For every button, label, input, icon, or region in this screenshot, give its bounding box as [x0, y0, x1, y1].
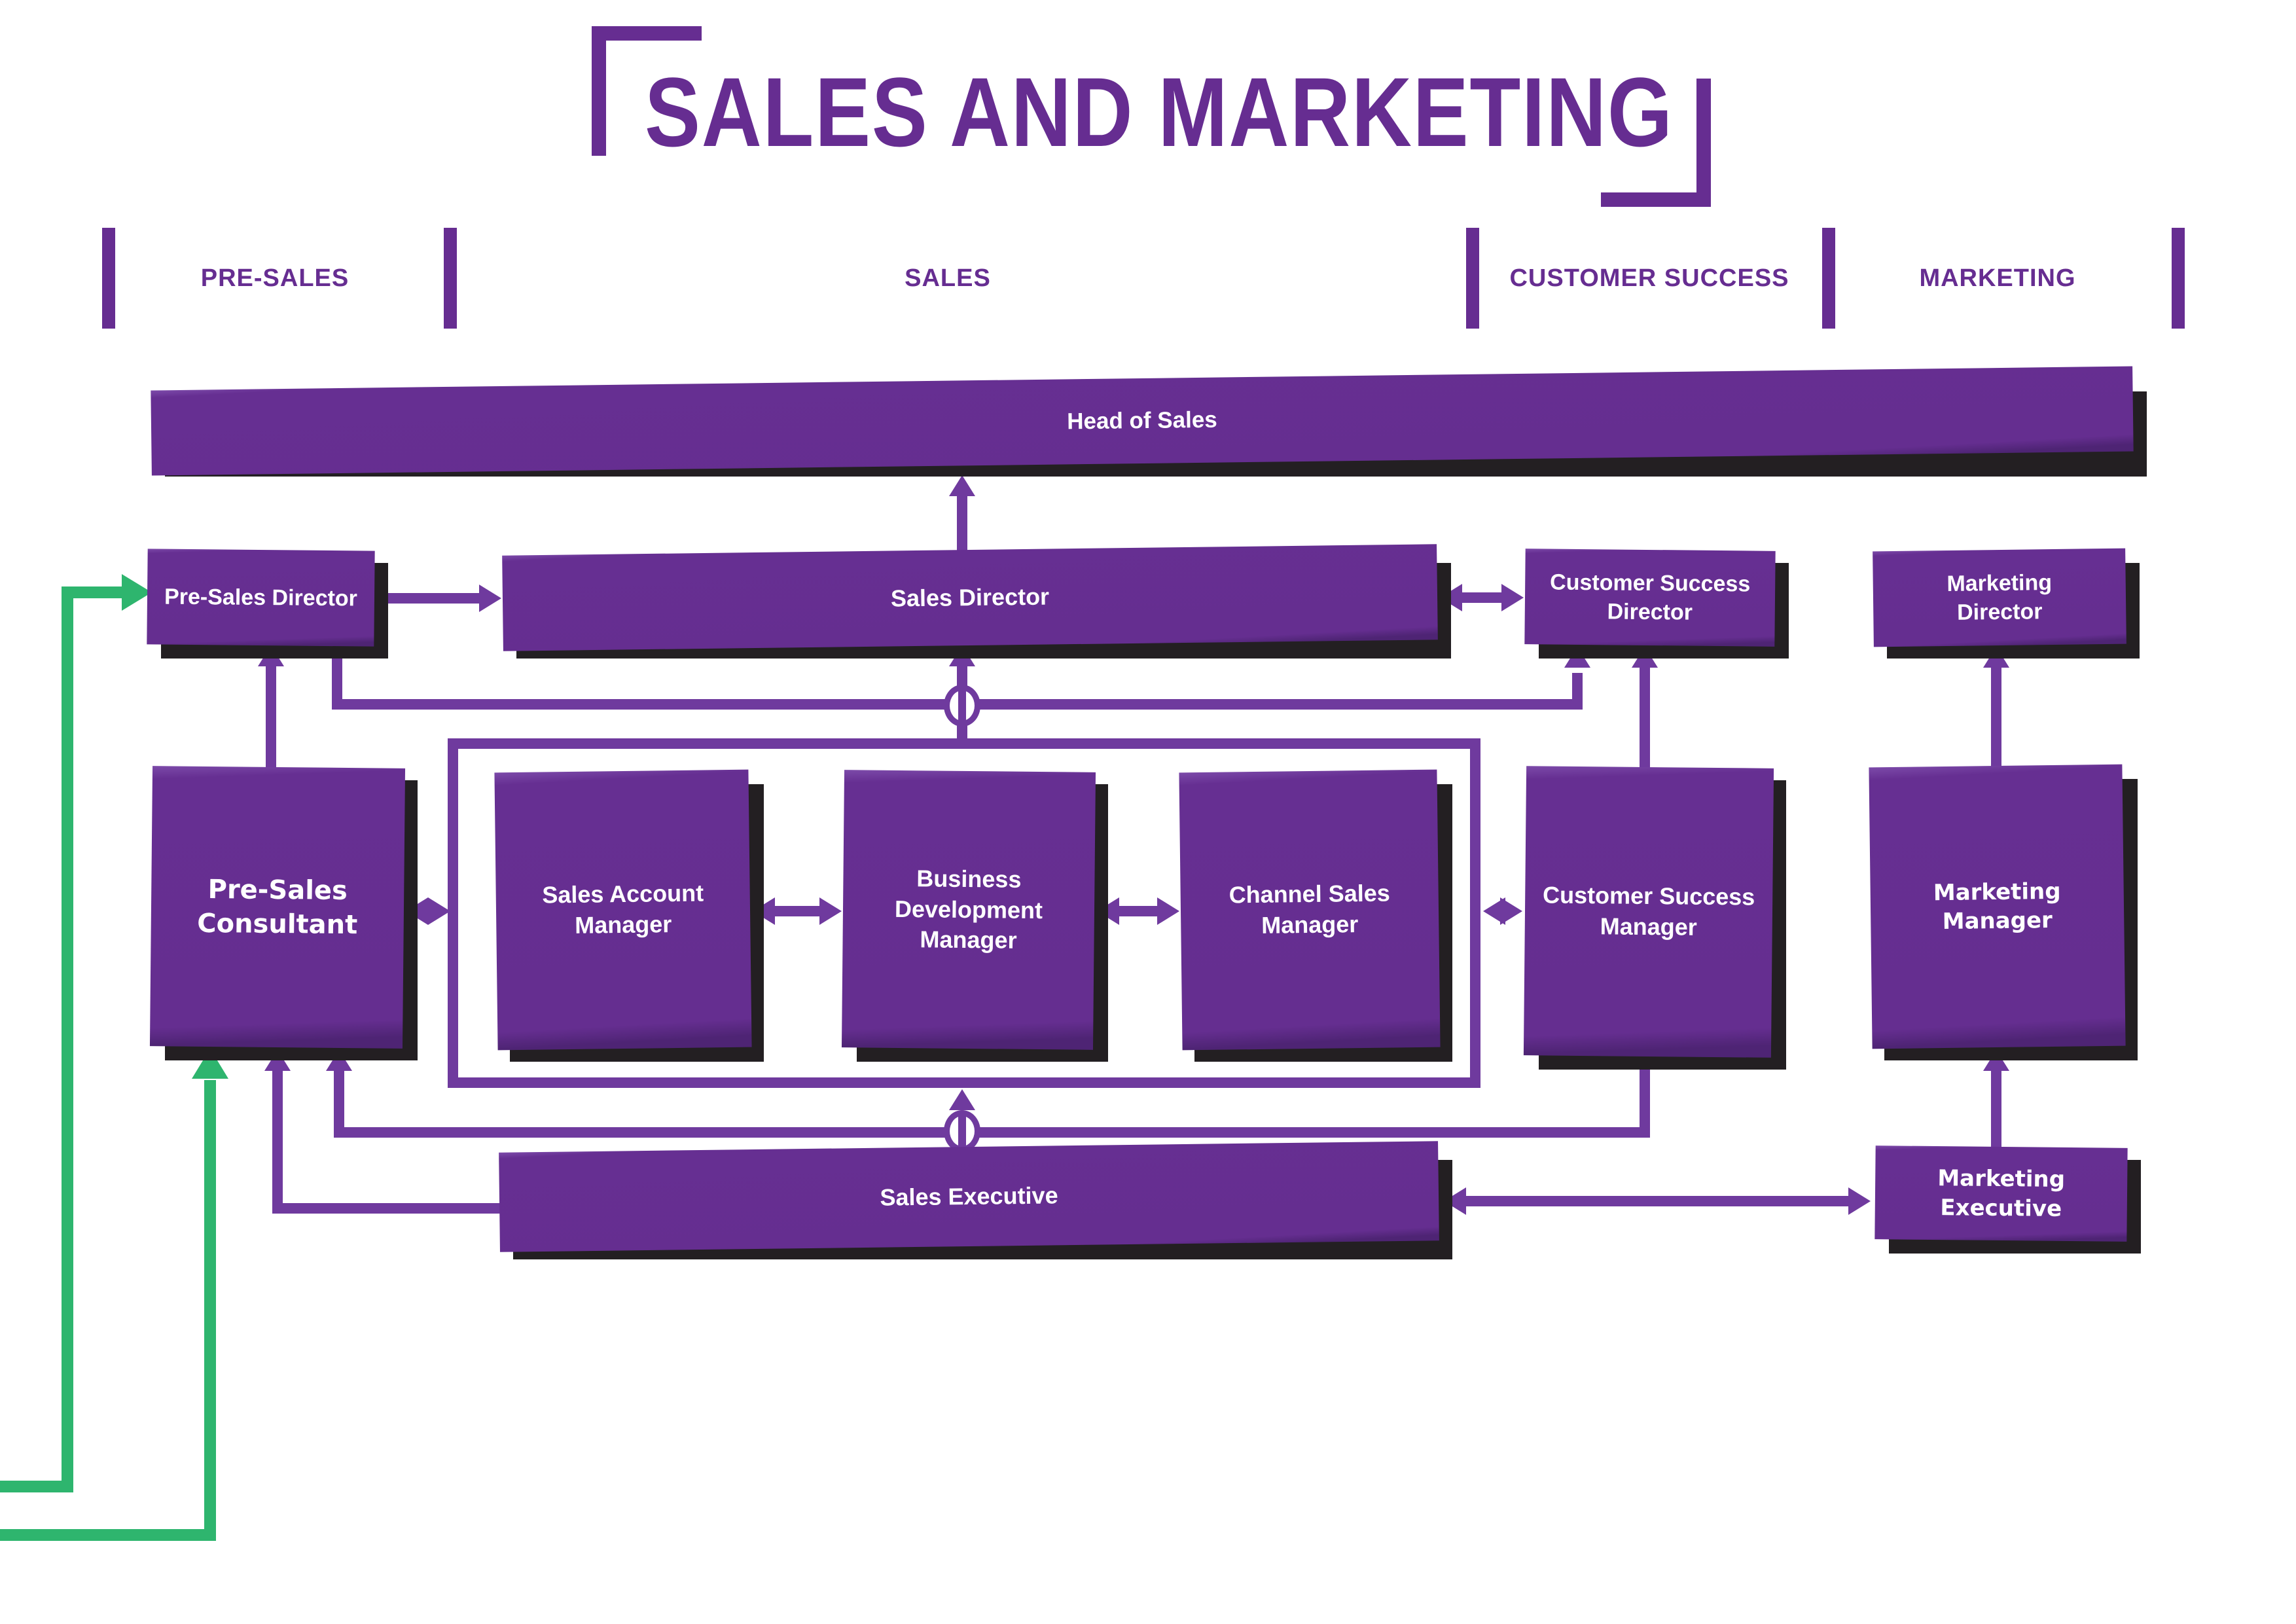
node-marketing-executive-label: Marketing Executive	[1937, 1165, 2066, 1222]
node-head-of-sales: Head of Sales	[151, 366, 2147, 477]
page-title: SALES AND MARKETING	[645, 57, 1674, 167]
node-sales-executive: Sales Executive	[499, 1141, 1452, 1259]
node-business-development-manager: Business Development Manager	[841, 770, 1108, 1062]
title-bracket-left-vertical	[592, 26, 606, 156]
node-sales-account-manager-label: Sales Account Manager	[542, 879, 704, 939]
node-sales-director: Sales Director	[502, 544, 1451, 659]
node-pre-sales-consultant-label: Pre-Sales Consultant	[197, 874, 358, 941]
column-divider-3	[1466, 228, 1479, 329]
node-sales-executive-label: Sales Executive	[880, 1181, 1058, 1211]
bridge-circle-upper	[944, 685, 980, 727]
sales-managers-group-outline	[448, 738, 1480, 1088]
title-bracket-left-horizontal	[592, 26, 702, 41]
node-sales-director-label: Sales Director	[890, 583, 1050, 612]
node-pre-sales-director: Pre-Sales Director	[147, 549, 388, 659]
column-header-sales: SALES	[905, 264, 991, 292]
node-customer-success-manager-label: Customer Success Manager	[1542, 881, 1755, 941]
node-pre-sales-consultant: Pre-Sales Consultant	[149, 766, 418, 1060]
column-divider-1	[102, 228, 115, 329]
node-marketing-director-label: Marketing Director	[1946, 569, 2053, 625]
node-sales-account-manager: Sales Account Manager	[494, 769, 764, 1062]
node-marketing-manager-label: Marketing Manager	[1933, 878, 2061, 935]
column-divider-2	[444, 228, 457, 329]
node-channel-sales-manager: Channel Sales Manager	[1179, 769, 1452, 1062]
node-customer-success-director-label: Customer Success Director	[1549, 569, 1751, 625]
node-channel-sales-manager-label: Channel Sales Manager	[1229, 879, 1390, 939]
column-divider-4	[1822, 228, 1835, 329]
node-business-development-manager-label: Business Development Manager	[894, 865, 1043, 954]
bridge-circle-lower	[944, 1110, 980, 1152]
node-marketing-director: Marketing Director	[1873, 548, 2140, 659]
column-divider-5	[2172, 228, 2185, 329]
column-header-customer-success: CUSTOMER SUCCESS	[1509, 264, 1789, 292]
node-marketing-manager: Marketing Manager	[1869, 764, 2138, 1060]
column-header-marketing: MARKETING	[1919, 264, 2076, 292]
column-header-pre-sales: PRE-SALES	[200, 264, 350, 292]
node-customer-success-director: Customer Success Director	[1524, 549, 1789, 659]
title-bracket-right-vertical	[1696, 79, 1711, 207]
node-pre-sales-director-label: Pre-Sales Director	[164, 584, 358, 611]
node-head-of-sales-label: Head of Sales	[1066, 406, 1217, 435]
node-customer-success-manager: Customer Success Manager	[1523, 766, 1786, 1070]
title-bracket-right-horizontal	[1601, 192, 1711, 207]
node-marketing-executive: Marketing Executive	[1874, 1146, 2141, 1254]
